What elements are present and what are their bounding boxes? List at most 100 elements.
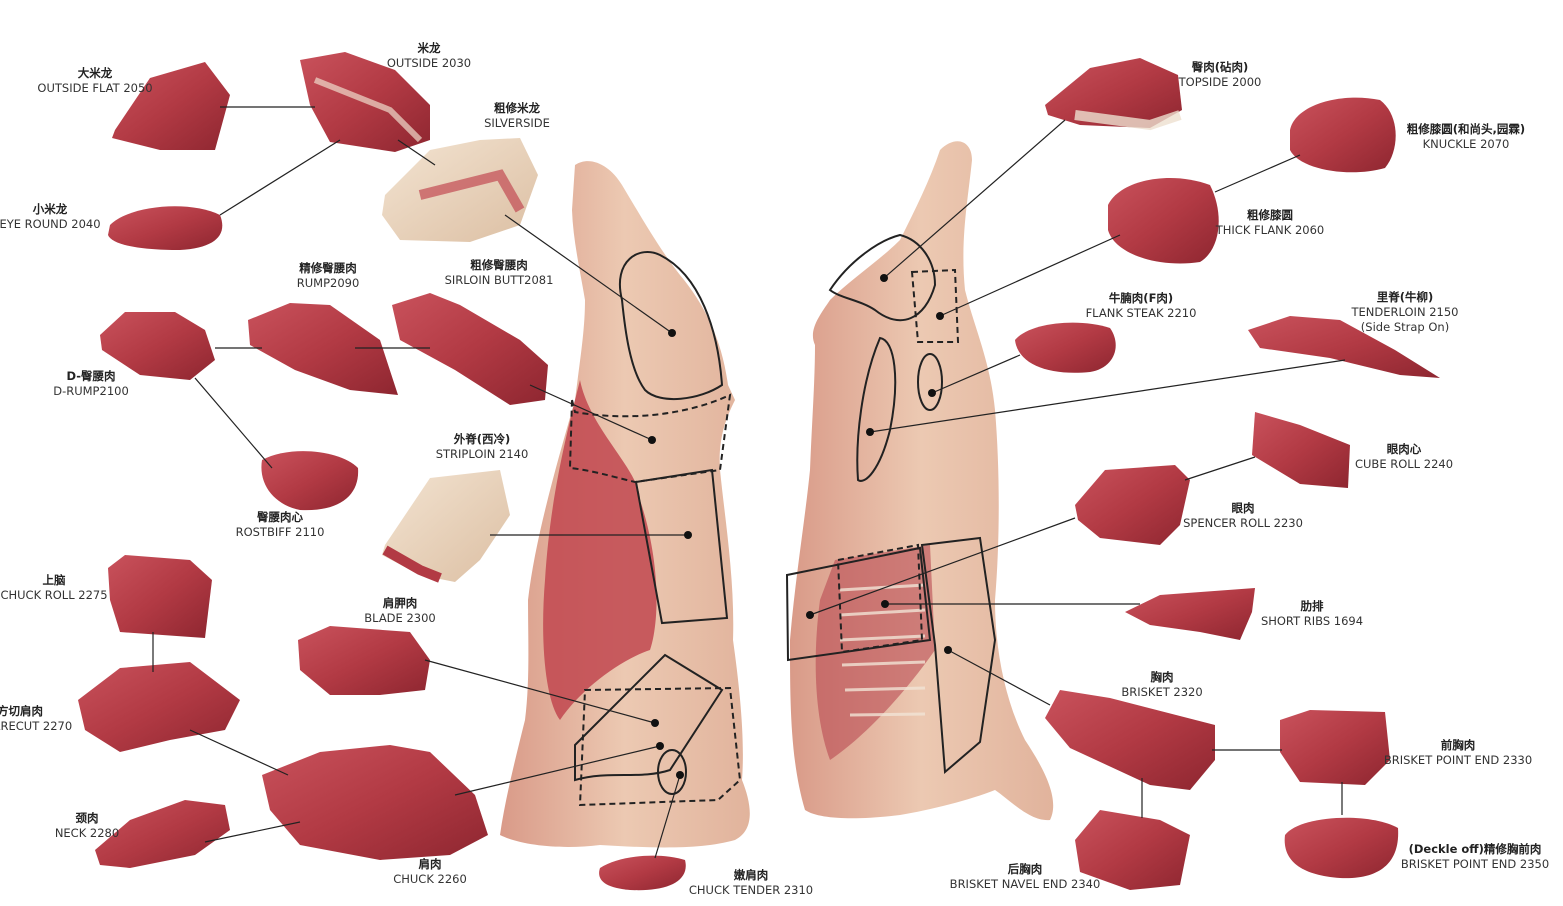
label-zh: 颈肉 bbox=[75, 811, 99, 825]
label-en: SILVERSIDE bbox=[484, 116, 550, 130]
region-thick-flank bbox=[910, 268, 960, 343]
left-carcass-exposed-meat bbox=[543, 380, 657, 720]
region-brisket bbox=[920, 536, 997, 775]
label-outside-flat: 大米龙 OUTSIDE FLAT 2050 bbox=[37, 66, 152, 96]
label-zh: 外脊(西冷) bbox=[453, 432, 511, 446]
label-spencer-roll: 眼肉 SPENCER ROLL 2230 bbox=[1183, 501, 1303, 531]
cut-image-thick-flank bbox=[1108, 177, 1219, 264]
label-en: ROSTBIFF 2110 bbox=[235, 525, 325, 539]
rib-bones bbox=[839, 583, 926, 717]
cut-image-brisket-point bbox=[1280, 710, 1390, 785]
label-en: EYE ROUND 2040 bbox=[0, 217, 101, 231]
label-en: TENDERLOIN 2150 bbox=[1351, 305, 1459, 319]
label-zh: 大米龙 bbox=[77, 66, 113, 80]
label-zh: 嫩肩肉 bbox=[733, 868, 769, 882]
region-sirloin bbox=[568, 393, 732, 484]
label-en: TOPSIDE 2000 bbox=[1178, 75, 1262, 89]
label-tenderloin: 里脊(牛柳) TENDERLOIN 2150 (Side Strap On) bbox=[1352, 290, 1459, 335]
label-zh: 粗修膝圆 bbox=[1246, 208, 1293, 222]
cut-image-short-ribs bbox=[1125, 588, 1255, 640]
label-en: NECK 2280 bbox=[54, 826, 120, 840]
label-note: (Side Strap On) bbox=[1360, 320, 1450, 334]
label-eye-round: 小米龙 EYE ROUND 2040 bbox=[0, 202, 101, 232]
label-en: OUTSIDE 2030 bbox=[386, 56, 472, 70]
label-zh: 粗修膝圆(和尚头,园霖) bbox=[1406, 122, 1526, 136]
cut-image-spencer-roll bbox=[1075, 465, 1190, 545]
label-en: BLADE 2300 bbox=[364, 611, 436, 625]
label-topside: 臀肉(砧肉) TOPSIDE 2000 bbox=[1179, 60, 1262, 90]
cut-image-tenderloin bbox=[1248, 316, 1440, 378]
label-flank-steak: 牛腩肉(F肉) FLANK STEAK 2210 bbox=[1086, 291, 1197, 321]
left-carcass bbox=[500, 161, 750, 848]
label-zh: 米龙 bbox=[417, 41, 441, 55]
label-zh: 粗修臀腰肉 bbox=[470, 258, 528, 272]
label-en: FLANK STEAK 2210 bbox=[1085, 306, 1197, 320]
label-en: BRISKET POINT END 2330 bbox=[1383, 753, 1533, 767]
label-thick-flank: 粗修膝圆 THICK FLANK 2060 bbox=[1216, 208, 1325, 238]
label-zh: 前胸肉 bbox=[1440, 738, 1476, 752]
region-chuck bbox=[578, 686, 742, 807]
cut-image-flank-steak bbox=[1015, 322, 1116, 373]
label-zh: 肩肉 bbox=[418, 857, 442, 871]
cut-image-cube-roll bbox=[1252, 412, 1350, 488]
label-zh: 小米龙 bbox=[32, 202, 68, 216]
cut-image-rump bbox=[248, 303, 398, 395]
cut-image-d-rump bbox=[100, 312, 215, 380]
right-carcass bbox=[785, 141, 1054, 821]
cut-image-topside bbox=[1045, 58, 1182, 128]
label-zh: 粗修米龙 bbox=[494, 101, 540, 115]
cut-image-sirloin-butt bbox=[392, 293, 548, 405]
cut-image-chuck-tender bbox=[599, 855, 686, 891]
label-zh: 上脑 bbox=[42, 573, 66, 587]
label-en: SPENCER ROLL 2230 bbox=[1183, 516, 1303, 530]
cut-image-outside-flat bbox=[112, 62, 230, 150]
region-striploin bbox=[634, 468, 729, 625]
label-en: THICK FLANK 2060 bbox=[1215, 223, 1325, 237]
label-zh: 臀肉(砧肉) bbox=[1191, 60, 1249, 74]
region-chuck-tender bbox=[657, 749, 687, 795]
cut-images bbox=[78, 52, 1440, 891]
label-en: BRISKET 2320 bbox=[1121, 685, 1203, 699]
label-outside: 米龙 OUTSIDE 2030 bbox=[387, 41, 471, 71]
label-brisket-navel: 后胸肉 BRISKET NAVEL END 2340 bbox=[950, 862, 1101, 892]
label-zh: 精修臀腰肉 bbox=[299, 261, 357, 275]
region-tenderloin bbox=[856, 336, 897, 482]
label-knuckle: 粗修膝圆(和尚头,园霖) KNUCKLE 2070 bbox=[1407, 122, 1525, 152]
label-chuck-tender: 嫩肩肉 CHUCK TENDER 2310 bbox=[689, 868, 813, 898]
label-neck: 颈肉 NECK 2280 bbox=[55, 811, 119, 841]
label-short-ribs: 肋排 SHORT RIBS 1694 bbox=[1261, 599, 1363, 629]
cut-image-neck bbox=[95, 800, 230, 868]
label-cube-roll: 眼肉心 CUBE ROLL 2240 bbox=[1355, 442, 1453, 472]
label-squarecut: 方切肩肉 SQUARECUT 2270 bbox=[0, 704, 72, 734]
label-en: D-RUMP2100 bbox=[53, 384, 129, 398]
label-en: CHUCK ROLL 2275 bbox=[0, 588, 108, 602]
cut-image-striploin bbox=[382, 470, 510, 582]
label-rump: 精修臀腰肉 RUMP2090 bbox=[297, 261, 360, 291]
label-brisket-point: 前胸肉 BRISKET POINT END 2330 bbox=[1384, 738, 1532, 768]
label-rostbiff: 臀腰肉心 ROSTBIFF 2110 bbox=[236, 510, 325, 540]
label-zh: 里脊(牛柳) bbox=[1376, 290, 1434, 304]
label-sirloin-butt: 粗修臀腰肉 SIRLOIN BUTT2081 bbox=[445, 258, 554, 288]
cut-image-chuck-roll bbox=[108, 555, 212, 638]
region-topside bbox=[828, 233, 937, 322]
label-zh: 臀腰肉心 bbox=[257, 510, 303, 524]
label-en: CUBE ROLL 2240 bbox=[1354, 457, 1454, 471]
label-d-rump: D-臀腰肉 D-RUMP2100 bbox=[53, 369, 129, 399]
region-flank-steak bbox=[917, 353, 943, 411]
label-en: RUMP2090 bbox=[296, 276, 360, 290]
label-en: BRISKET NAVEL END 2340 bbox=[949, 877, 1101, 891]
cut-image-squarecut bbox=[78, 662, 240, 752]
label-en: SIRLOIN BUTT2081 bbox=[444, 273, 554, 287]
cut-image-eye-round bbox=[108, 206, 223, 250]
label-brisket: 胸肉 BRISKET 2320 bbox=[1121, 670, 1202, 700]
label-zh: 肩胛肉 bbox=[382, 596, 418, 610]
label-striploin: 外脊(西冷) STRIPLOIN 2140 bbox=[436, 432, 529, 462]
label-en: CHUCK TENDER 2310 bbox=[688, 883, 814, 897]
region-silverside bbox=[619, 251, 724, 401]
region-cube-roll bbox=[836, 543, 924, 654]
label-en: OUTSIDE FLAT 2050 bbox=[37, 81, 153, 95]
label-en: STRIPLOIN 2140 bbox=[435, 447, 529, 461]
label-en: BRISKET POINT END 2350 bbox=[1400, 857, 1550, 871]
label-en: CHUCK 2260 bbox=[393, 872, 467, 886]
label-zh: 肋排 bbox=[1300, 599, 1324, 613]
